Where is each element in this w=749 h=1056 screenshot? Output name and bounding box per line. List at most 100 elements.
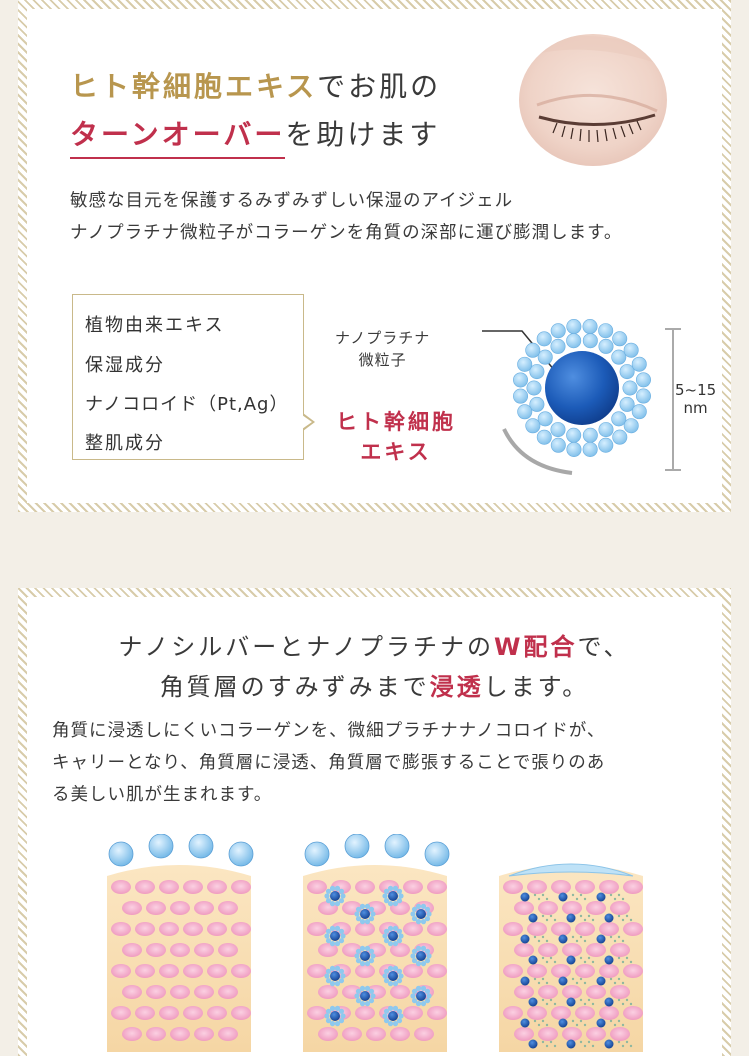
nanoparticle-diagram bbox=[482, 319, 681, 475]
skin-cell bbox=[538, 943, 558, 957]
shell-particle bbox=[582, 333, 598, 349]
collagen-droplet bbox=[304, 841, 330, 867]
nano-platinum-label-line2: 微粒子 bbox=[358, 351, 407, 369]
skin-cell bbox=[207, 964, 227, 978]
card-inner: ヒト幹細胞エキスでお肌の ターンオーバーを助けます bbox=[27, 9, 722, 503]
skin-cell bbox=[146, 1027, 166, 1041]
skin-cell bbox=[231, 1006, 251, 1020]
skin-cell bbox=[342, 1027, 362, 1041]
extract-label-line2: エキス bbox=[360, 440, 432, 464]
skin-cell bbox=[183, 922, 203, 936]
skin-cell bbox=[231, 964, 251, 978]
collagen-droplet bbox=[228, 841, 254, 867]
penetrated-particle bbox=[596, 976, 606, 986]
penetrated-particle bbox=[604, 1039, 614, 1049]
skin-cell bbox=[318, 943, 338, 957]
skin-cell bbox=[183, 1006, 203, 1020]
skin-cell bbox=[170, 901, 190, 915]
nano-carrier-particle bbox=[354, 945, 376, 967]
shell-particle bbox=[526, 380, 542, 396]
skin-cell bbox=[599, 880, 619, 894]
shell-particle bbox=[536, 429, 552, 445]
section-penetration-card: ナノシルバーとナノプラチナのW配合で、 角質層のすみずみまで浸透します。 角質に… bbox=[18, 588, 731, 1056]
size-label: 5~15 nm bbox=[675, 381, 716, 417]
skin-panel-2 bbox=[303, 834, 450, 1052]
skin-cell bbox=[122, 1027, 142, 1041]
shell-particle bbox=[566, 319, 582, 335]
skin-cell bbox=[170, 1027, 190, 1041]
skin-cell bbox=[562, 901, 582, 915]
skin-cell bbox=[599, 1006, 619, 1020]
skin-cell bbox=[111, 880, 131, 894]
skin-cell bbox=[599, 964, 619, 978]
nano-platinum-label: ナノプラチナ 微粒子 bbox=[335, 327, 430, 371]
skin-cell bbox=[122, 943, 142, 957]
skin-cell bbox=[514, 1027, 534, 1041]
skin-cell bbox=[575, 922, 595, 936]
shell-particle bbox=[635, 372, 651, 388]
skin-cell bbox=[159, 1006, 179, 1020]
shell-particle bbox=[598, 422, 614, 438]
penetrated-particle bbox=[566, 997, 576, 1007]
ingredient-item: 保湿成分 bbox=[85, 355, 165, 376]
skin-cell bbox=[183, 880, 203, 894]
skin-cell bbox=[403, 880, 423, 894]
skin-cell bbox=[318, 985, 338, 999]
size-label-line1: 5~15 bbox=[675, 381, 717, 399]
penetrated-particle bbox=[558, 892, 568, 902]
skin-cell bbox=[170, 943, 190, 957]
skin-cell bbox=[427, 880, 447, 894]
collagen-droplet bbox=[384, 834, 410, 859]
skin-cell bbox=[170, 985, 190, 999]
shell-particle bbox=[619, 364, 635, 380]
penetrated-particle bbox=[604, 913, 614, 923]
nano-carrier-particle bbox=[382, 925, 404, 947]
extract-arc bbox=[502, 428, 573, 475]
skin-cell bbox=[575, 880, 595, 894]
shell-particle bbox=[513, 388, 529, 404]
nano-carrier-particle bbox=[382, 885, 404, 907]
nano-carrier-particle bbox=[324, 885, 346, 907]
nano-carrier-particle bbox=[324, 925, 346, 947]
intro-line-1: 敏感な目元を保護するみずみずしい保湿のアイジェル bbox=[70, 191, 514, 211]
shell-particle bbox=[550, 338, 566, 354]
penetration-highlight: 浸透 bbox=[429, 673, 484, 701]
skin-cell bbox=[159, 880, 179, 894]
shell-particle bbox=[612, 429, 628, 445]
penetration-headline: ナノシルバーとナノプラチナのW配合で、 角質層のすみずみまで浸透します。 bbox=[27, 627, 722, 707]
skin-cell bbox=[111, 922, 131, 936]
penetrated-particle bbox=[528, 913, 538, 923]
skin-cell bbox=[111, 964, 131, 978]
skin-cell bbox=[218, 943, 238, 957]
skin-cell bbox=[586, 1027, 606, 1041]
penetration-line-2: キャリーとなり、角質層に浸透、角質層で膨張することで張りのあ bbox=[52, 753, 606, 773]
skin-cell bbox=[610, 943, 630, 957]
skin-cell bbox=[122, 985, 142, 999]
nano-carrier-particle bbox=[410, 903, 432, 925]
skin-layer bbox=[303, 865, 447, 1052]
skin-cell bbox=[307, 1006, 327, 1020]
skin-cell bbox=[403, 1006, 423, 1020]
skin-cell bbox=[562, 1027, 582, 1041]
headline-line2: ターンオーバーを助けます bbox=[70, 113, 441, 159]
collagen-droplet bbox=[188, 834, 214, 859]
skin-cell bbox=[562, 943, 582, 957]
skin-cell bbox=[538, 901, 558, 915]
skin-cell bbox=[183, 964, 203, 978]
penetrated-particle bbox=[558, 934, 568, 944]
shell-particle bbox=[525, 418, 541, 434]
shell-particle bbox=[631, 356, 647, 372]
skin-layer bbox=[107, 865, 251, 1052]
shell-particle bbox=[622, 380, 638, 396]
skin-cell bbox=[575, 1006, 595, 1020]
shell-particle bbox=[598, 338, 614, 354]
headline-line1: ヒト幹細胞エキスでお肌の bbox=[70, 65, 441, 105]
closed-eye-photo bbox=[519, 34, 667, 166]
shell-particle bbox=[598, 437, 614, 453]
penetration-headline-line2: 角質層のすみずみまで浸透します。 bbox=[159, 673, 590, 701]
skin-cell bbox=[207, 922, 227, 936]
shell-particle bbox=[536, 331, 552, 347]
ingredient-item: ナノコロイド（Pt,Ag） bbox=[85, 394, 289, 415]
skin-cell bbox=[122, 901, 142, 915]
headline-line2-rest: を助けます bbox=[285, 118, 441, 151]
